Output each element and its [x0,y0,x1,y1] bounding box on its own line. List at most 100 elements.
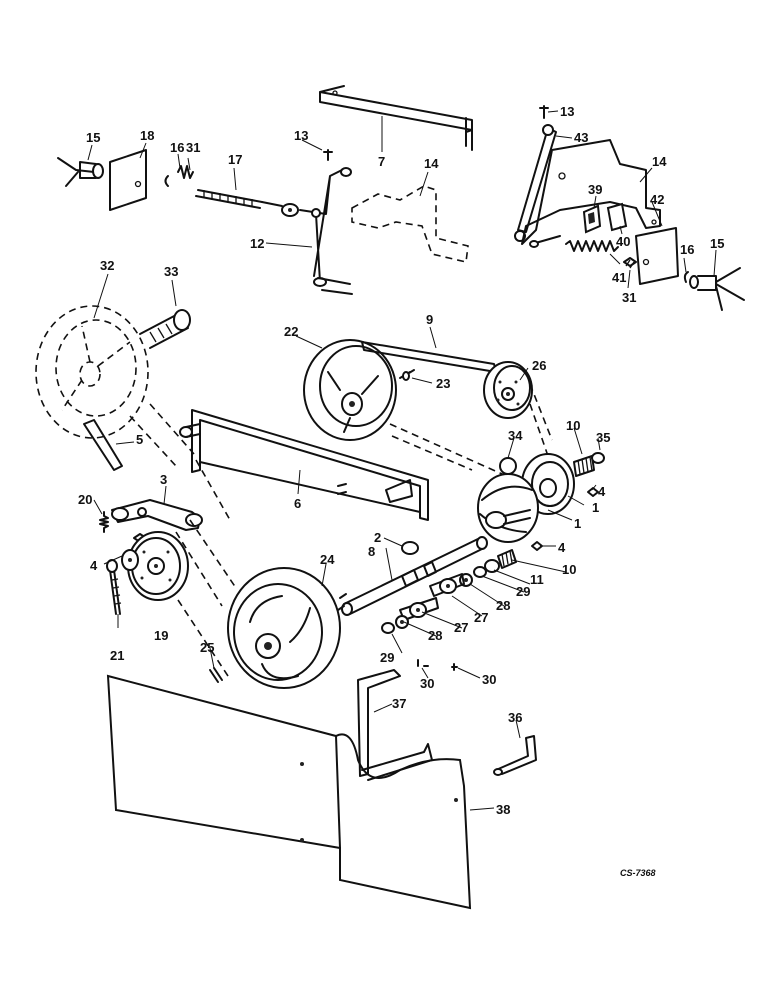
label-42: 42 [650,192,664,207]
label-4-lower: 4 [558,540,566,555]
label-25: 25 [200,640,214,655]
washer-31-right [623,257,637,269]
label-35: 35 [596,430,610,445]
label-12: 12 [250,236,264,251]
label-30-left: 30 [420,676,434,691]
label-9: 9 [426,312,433,327]
pulley-22 [303,339,397,441]
label-28-right: 28 [496,598,510,613]
label-31-right: 31 [622,290,636,305]
label-2: 2 [374,530,381,545]
label-1-lower: 1 [574,516,581,531]
washer-16-right [683,271,689,283]
threaded-rod-17 [195,189,299,217]
label-23: 23 [436,376,450,391]
label-18: 18 [140,128,154,143]
label-7: 7 [378,154,385,169]
label-24: 24 [320,552,335,567]
part-labels: 15 18 16 31 17 13 7 14 12 13 43 14 39 42… [78,104,724,878]
label-4-left: 4 [90,558,98,573]
label-4-right: 4 [598,484,606,499]
rod-43 [514,124,557,242]
shaft-33 [139,309,191,349]
label-17: 17 [228,152,242,167]
label-39: 39 [588,182,602,197]
pulley-19 [121,531,189,601]
label-14-left: 14 [424,156,439,171]
cap-35 [591,452,605,464]
screws-30 [417,659,458,671]
label-29-right: 29 [516,584,530,599]
label-37: 37 [392,696,406,711]
spring-41 [565,240,619,252]
spring-left [177,165,194,179]
label-16-left: 16 [170,140,184,155]
pulley-32 [35,305,149,439]
label-33: 33 [164,264,178,279]
collar-29-right [473,566,487,578]
label-10-lower: 10 [562,562,576,577]
bracket-14-dashed [351,185,469,263]
label-1-upper: 1 [592,500,599,515]
label-19: 19 [154,628,168,643]
label-13-left: 13 [294,128,308,143]
label-3: 3 [160,472,167,487]
label-29-left: 29 [380,650,394,665]
pin-23 [399,369,415,381]
drawing-code: CS-7368 [620,868,656,878]
arm-3 [111,499,203,531]
label-6: 6 [294,496,301,511]
pulley-26 [483,361,533,419]
disc-2 [401,541,419,555]
block-39 [582,204,602,234]
shaft-8 [337,536,488,616]
knob-right [689,267,745,311]
label-31-left: 31 [186,140,200,155]
label-38: 38 [496,802,510,817]
label-14-right: 14 [652,154,667,169]
bolt-21 [106,559,122,615]
bolt-13-left [323,149,333,161]
bracket-37 [357,669,433,781]
pin-40 [606,202,628,232]
pulley-1-front [477,473,539,543]
label-32: 32 [100,258,114,273]
bracket-14-right [521,139,661,245]
label-8: 8 [368,544,375,559]
pin-25 [209,667,223,683]
label-28-left: 28 [428,628,442,643]
label-36: 36 [508,710,522,725]
spring-10-lower [497,549,517,569]
label-20: 20 [78,492,92,507]
label-21: 21 [110,648,124,663]
shield-38 [106,674,472,910]
label-5: 5 [136,432,143,447]
label-27-left: 27 [454,620,468,635]
nut-4-right [587,487,599,497]
label-13-right: 13 [560,104,574,119]
pin-left-40 [529,235,561,248]
plate-left [109,149,147,211]
bearing-27-right [429,573,465,597]
belt-5 [83,419,123,471]
collar-29-left [381,622,395,634]
pulley-24 [227,567,341,689]
label-15-left: 15 [86,130,100,145]
belt-dashes-upper [129,383,553,483]
label-10-upper: 10 [566,418,580,433]
label-40: 40 [616,234,630,249]
label-43: 43 [574,130,588,145]
label-27-right: 27 [474,610,488,625]
washer-left [164,175,169,187]
bolt-13-right [539,105,549,119]
collar-11 [484,559,500,573]
label-30-right: 30 [482,672,496,687]
frame-6 [179,409,429,521]
label-34: 34 [508,428,523,443]
rod-12 [299,167,353,295]
knob-left [57,157,104,187]
label-16-right: 16 [680,242,694,257]
label-41: 41 [612,270,626,285]
belt-dashes-lower [175,459,237,677]
